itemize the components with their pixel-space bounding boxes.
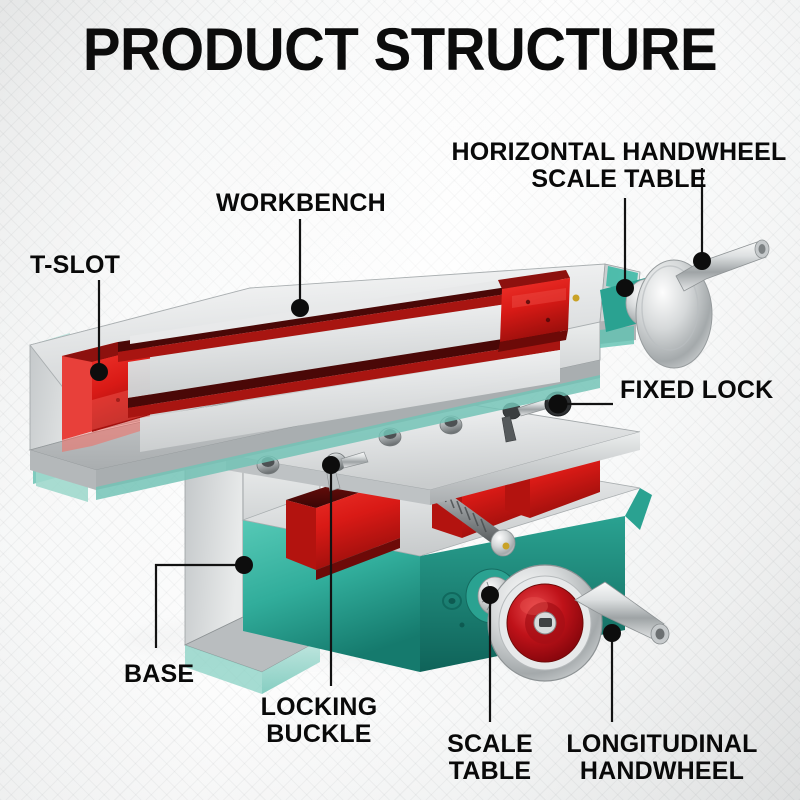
callout-line: LOCKING — [260, 693, 378, 721]
horizontal-handwheel — [600, 239, 770, 369]
callout-line: HORIZONTAL HANDWHEEL — [451, 138, 787, 166]
dot-scale-table — [481, 586, 499, 604]
callout-dots — [90, 252, 711, 642]
callout-line: HANDWHEEL — [579, 756, 745, 785]
dot-base — [235, 556, 253, 574]
dot-locking-buckle — [322, 456, 340, 474]
dot-fixed-lock — [548, 394, 568, 414]
callout-line: WORKBENCH — [216, 189, 386, 217]
callout-line: SCALE TABLE — [531, 164, 707, 193]
callout-line: T-SLOT — [30, 251, 121, 279]
t-slots — [62, 270, 570, 452]
dot-longitudinal-handwheel — [603, 624, 621, 642]
callout-line: TABLE — [448, 756, 532, 785]
callout-line: BASE — [124, 660, 195, 688]
callout-line: BUCKLE — [266, 719, 372, 748]
dot-workbench — [291, 299, 309, 317]
callout-label-base: BASE — [124, 661, 194, 688]
leader-base — [154, 563, 244, 648]
longitudinal-handwheel — [465, 564, 670, 682]
dot-t-slot — [90, 363, 108, 381]
callout-label-workbench: WORKBENCH — [216, 190, 386, 217]
page-title: PRODUCT STRUCTURE — [82, 16, 718, 83]
casting-details — [442, 542, 510, 628]
dot-horizontal-scale-table — [616, 279, 634, 297]
callout-line: LONGITUDINAL — [566, 730, 758, 758]
callout-line: FIXED LOCK — [620, 376, 774, 404]
callout-label-fixed-lock: FIXED LOCK — [620, 377, 773, 404]
set-screw — [572, 294, 580, 302]
callout-line: SCALE — [447, 730, 533, 758]
dot-horizontal-handwheel — [693, 252, 711, 270]
callout-label-t-slot: T-SLOT — [30, 252, 120, 279]
